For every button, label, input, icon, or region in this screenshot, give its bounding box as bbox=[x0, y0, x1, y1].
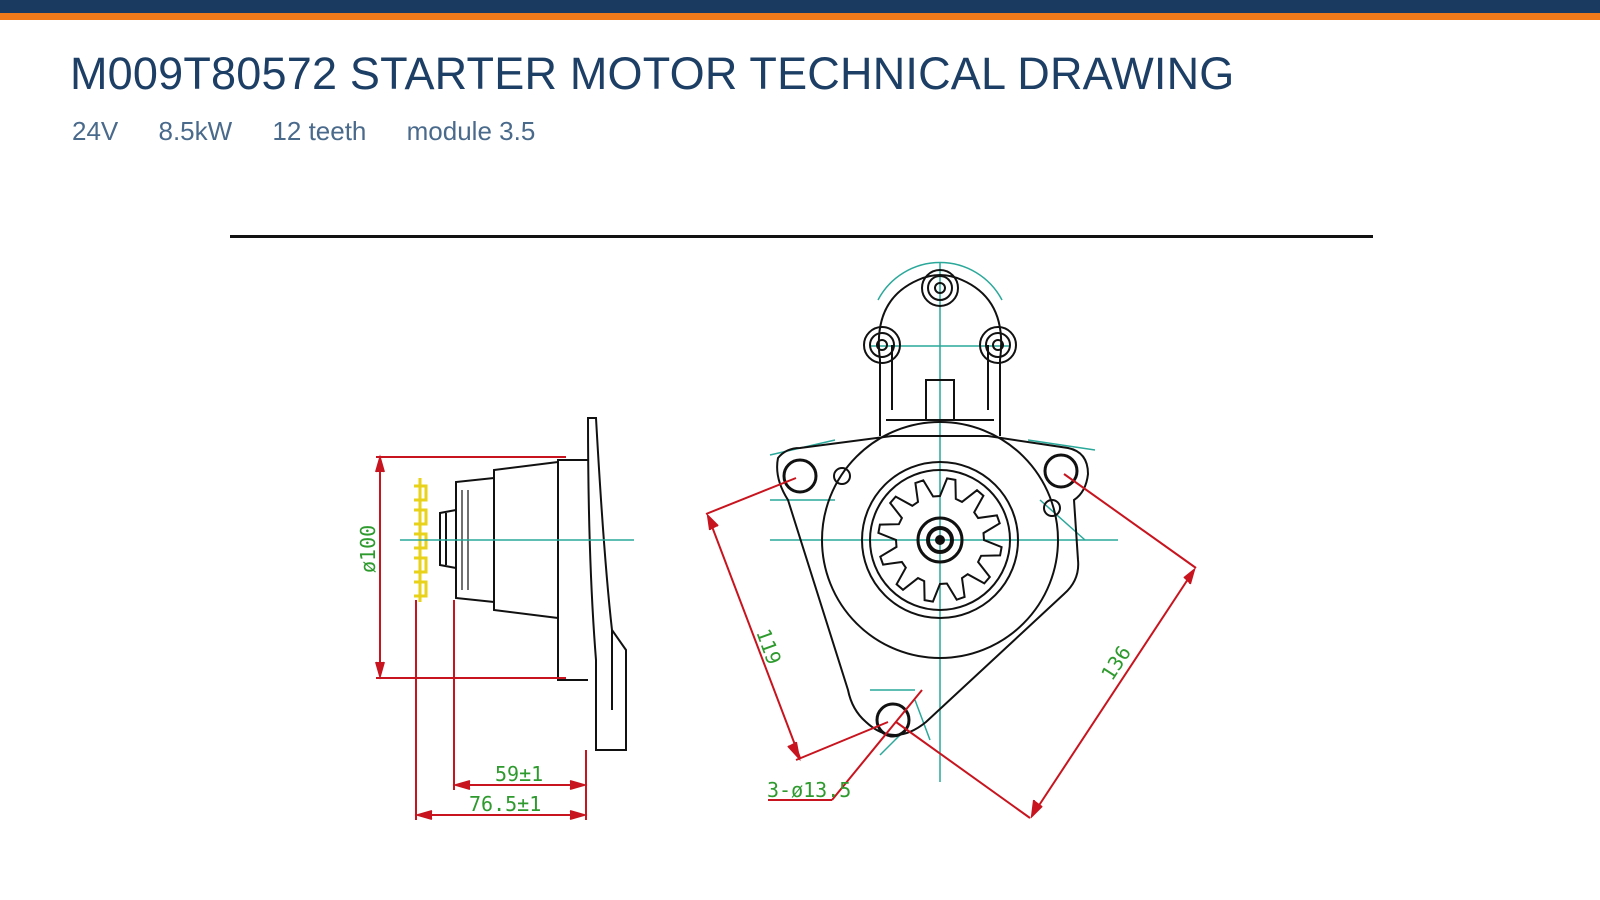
page-title: M009T80572 STARTER MOTOR TECHNICAL DRAWI… bbox=[70, 48, 1235, 99]
divider-rule bbox=[230, 235, 1373, 238]
front-flange bbox=[776, 435, 1090, 736]
spec-teeth: 12 teeth bbox=[272, 116, 367, 146]
spec-row: 24V 8.5kW 12 teeth module 3.5 bbox=[72, 116, 568, 147]
dim-length-59: 59±1 bbox=[495, 762, 543, 786]
side-dimension-lines bbox=[375, 454, 588, 820]
solenoid-terminals bbox=[863, 269, 1017, 364]
dim-length-76-5: 76.5±1 bbox=[469, 792, 541, 816]
nose-ring-mid bbox=[861, 461, 1019, 619]
dim-span-119: 119 bbox=[751, 626, 786, 668]
top-bar-navy bbox=[0, 0, 1600, 13]
top-bar-orange bbox=[0, 13, 1600, 20]
spec-voltage: 24V bbox=[72, 116, 119, 146]
side-nose-housing bbox=[557, 459, 588, 681]
spec-power: 8.5kW bbox=[158, 116, 233, 146]
pinion-gear bbox=[877, 477, 1003, 603]
dim-holes-13-5: 3-ø13.5 bbox=[767, 778, 851, 802]
nose-ring-outer bbox=[821, 421, 1059, 659]
mounting-holes bbox=[782, 453, 1079, 738]
side-flange bbox=[586, 417, 627, 751]
dim-span-136: 136 bbox=[1096, 641, 1136, 684]
side-view bbox=[439, 417, 627, 751]
side-pinion-stub bbox=[439, 509, 457, 569]
front-dimension-lines bbox=[705, 473, 1197, 819]
front-view bbox=[776, 269, 1090, 738]
dowel-hole-left bbox=[833, 467, 851, 485]
dim-diameter-100: ø100 bbox=[356, 525, 380, 573]
spec-module: module 3.5 bbox=[406, 116, 536, 146]
